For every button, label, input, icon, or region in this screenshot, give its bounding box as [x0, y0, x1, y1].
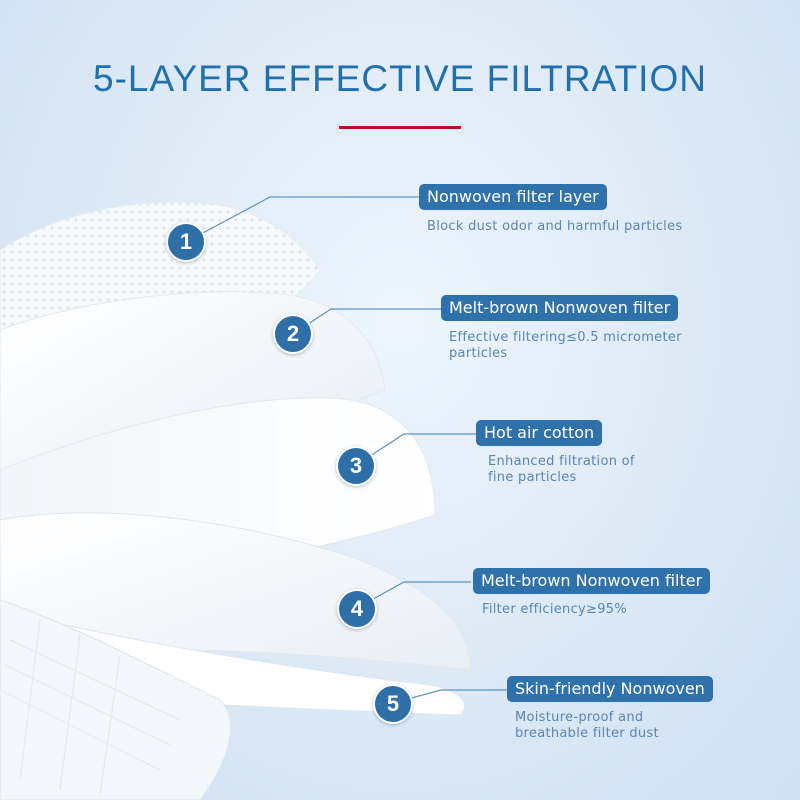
- layer-description-line: particles: [449, 346, 508, 361]
- layer-description-line: Block dust odor and harmful particles: [427, 219, 683, 234]
- layer-description-5: Moisture-proof and breathable filter dus…: [515, 710, 659, 742]
- connector-1: [185, 196, 421, 243]
- layer-description-3: Enhanced filtration of fine particles: [488, 454, 635, 486]
- layer-name-label-1: Nonwoven filter layer: [419, 184, 607, 210]
- layer-description-1: Block dust odor and harmful particles: [427, 219, 682, 235]
- page-title: 5-LAYER EFFECTIVE FILTRATION: [93, 58, 707, 99]
- layer-name-label-4: Melt-brown Nonwoven filter: [473, 568, 711, 594]
- layer-number-badge-1: 1: [166, 222, 206, 262]
- layer-description-4: Filter efficiency≥95%: [482, 602, 627, 618]
- layer-description-line: Moisture-proof and: [515, 710, 644, 725]
- layer-number-badge-4: 4: [337, 589, 377, 629]
- layer-name-label-5: Skin-friendly Nonwoven: [507, 676, 713, 702]
- title-underline: [339, 126, 461, 129]
- layer-name-label-2: Melt-brown Nonwoven filter: [441, 295, 679, 321]
- layer-description-line: Effective filtering≤0.5 micrometer: [449, 330, 682, 345]
- layer-description-line: Enhanced filtration of: [488, 454, 635, 469]
- layer-number-badge-3: 3: [336, 446, 376, 486]
- outer-fold-shape: [0, 599, 231, 800]
- layer-description-2: Effective filtering≤0.5 micrometer parti…: [449, 330, 682, 362]
- layer-description-line: fine particles: [488, 470, 577, 485]
- layer-number-badge-2: 2: [273, 314, 313, 354]
- layer-description-line: Filter efficiency≥95%: [482, 602, 628, 617]
- layer-description-line: breathable filter dust: [515, 726, 659, 741]
- layer-name-label-3: Hot air cotton: [476, 420, 603, 446]
- layer-number-badge-5: 5: [373, 684, 413, 724]
